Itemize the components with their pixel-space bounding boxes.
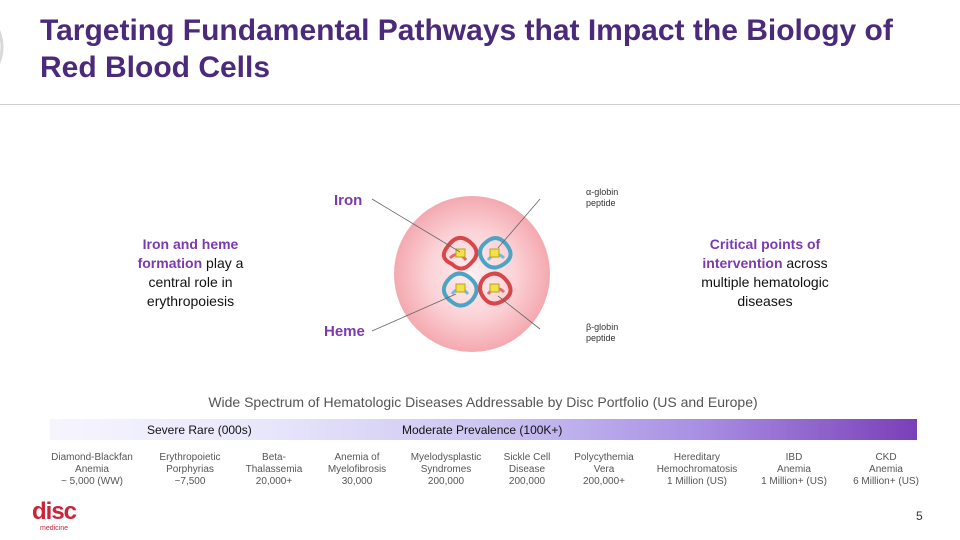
beta-globin-label-2: peptide xyxy=(586,333,616,343)
right-statement-rest: across multiple hematologic diseases xyxy=(701,255,829,309)
disc-medicine-logo: disc medicine xyxy=(32,498,92,534)
left-statement: Iron and heme formation play a central r… xyxy=(118,235,263,311)
left-statement-highlight: Iron and heme formation xyxy=(137,236,239,271)
prevalence-gradient-bar xyxy=(50,419,917,440)
left-statement-rest: play a central role in erythropoiesis xyxy=(146,255,244,309)
globin-subunit-alpha-2 xyxy=(478,271,513,306)
globin-subunit-beta-2 xyxy=(441,271,479,308)
beta-globin-label: β-globin xyxy=(586,322,618,332)
hemoglobin-diagram: Iron Heme α-globin peptide β-globin pept… xyxy=(324,187,618,352)
alpha-globin-label: α-globin xyxy=(586,187,618,197)
logo-wordmark: disc xyxy=(32,498,77,525)
spectrum-title: Wide Spectrum of Hematologic Diseases Ad… xyxy=(208,394,758,410)
corner-decoration xyxy=(0,29,4,65)
red-blood-cell xyxy=(394,196,550,352)
title-divider xyxy=(0,104,960,105)
logo-subtext: medicine xyxy=(40,525,69,532)
heme-label: Heme xyxy=(324,323,365,340)
globin-subunit-alpha-1 xyxy=(441,235,479,271)
page-number: 5 xyxy=(916,509,923,523)
right-statement-highlight: Critical points of intervention xyxy=(702,236,821,271)
right-statement: Critical points of intervention across m… xyxy=(690,235,840,311)
iron-label: Iron xyxy=(334,192,362,209)
moderate-prevalence-label: Moderate Prevalence (100K+) xyxy=(402,423,563,437)
globin-subunit-beta-1 xyxy=(478,236,513,270)
severe-rare-label: Severe Rare (000s) xyxy=(147,423,252,437)
page-title: Targeting Fundamental Pathways that Impa… xyxy=(40,14,893,84)
alpha-globin-label-2: peptide xyxy=(586,198,616,208)
